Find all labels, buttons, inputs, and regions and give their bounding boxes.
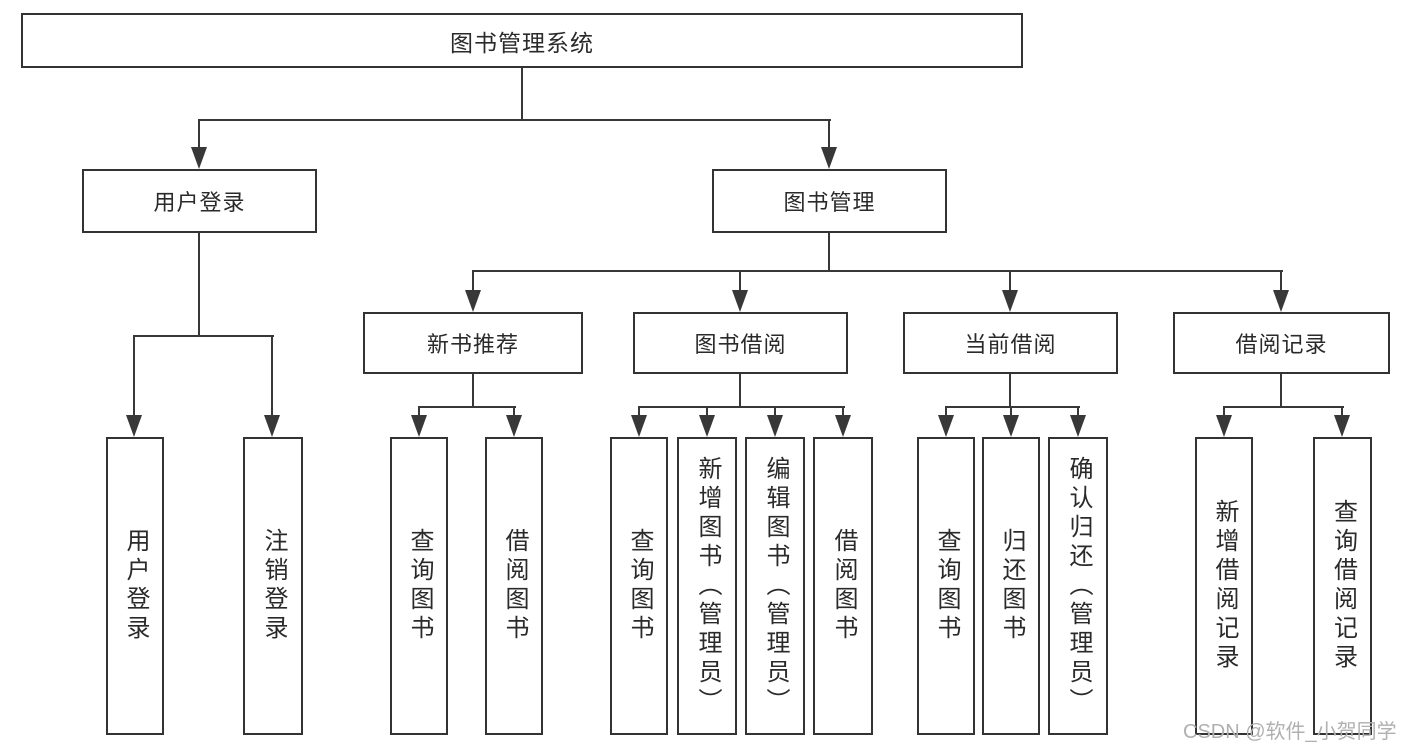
connector-line [842,406,844,416]
node-label: 新增图书（管理员） [694,455,721,717]
leaf-user-login: 用户登录 [106,437,164,735]
arrow-head [411,415,427,437]
node-label: 确认归还（管理员） [1065,455,1092,717]
node-new-book-recommend: 新书推荐 [363,312,583,374]
node-current-borrowing: 当前借阅 [903,312,1118,374]
connector-line [774,406,776,416]
arrow-head [699,415,715,437]
arrow-head [821,147,837,169]
node-label: 新增借阅记录 [1211,499,1238,673]
node-label: 查询图书 [933,528,960,644]
leaf-query-books-borrowing: 查询图书 [610,437,668,735]
connector-line [1009,270,1011,291]
node-label: 借阅图书 [830,528,857,644]
node-label: 注销登录 [260,528,287,644]
node-user-login: 用户登录 [82,169,317,233]
node-library-management-system: 图书管理系统 [21,13,1023,68]
connector-line [1280,270,1282,291]
node-book-management: 图书管理 [712,169,947,233]
arrow-head [938,415,954,437]
node-label: 新书推荐 [426,332,519,357]
arrow-head [1003,415,1019,437]
node-label: 借阅记录 [1235,332,1328,357]
connector-line [945,406,1080,408]
connector-line [638,406,640,416]
connector-line [1280,374,1282,408]
connector-line [133,335,135,416]
connector-line [472,270,474,291]
arrow-head [506,415,522,437]
connector-line [418,406,516,408]
leaf-add-books-admin: 新增图书（管理员） [677,437,737,735]
node-label: 图书管理 [783,190,876,215]
arrow-head [1334,415,1350,437]
leaf-borrow-books-recommend: 借阅图书 [485,437,543,735]
connector-line [1223,406,1225,416]
node-label: 查询借阅记录 [1329,499,1357,673]
leaf-query-books-recommend: 查询图书 [390,437,448,735]
connector-line [271,335,273,416]
connector-line [739,270,741,291]
arrow-head [465,290,481,312]
leaf-query-borrow-record: 查询借阅记录 [1313,437,1372,735]
node-label: 编辑图书（管理员） [762,455,789,717]
leaf-return-books: 归还图书 [982,437,1040,735]
connector-line [828,119,830,148]
connector-line [828,233,830,272]
node-label: 图书管理系统 [450,29,594,56]
leaf-query-books-current: 查询图书 [917,437,975,735]
connector-line [739,374,741,408]
node-label: 归还图书 [998,528,1025,644]
connector-line [198,119,831,121]
connector-line [638,406,845,408]
node-label: 用户登录 [122,528,149,644]
node-label: 借阅图书 [501,528,528,644]
connector-line [1009,374,1011,408]
connector-line [1010,406,1012,416]
connector-line [513,406,515,416]
connector-line [706,406,708,416]
node-label: 图书借阅 [694,332,787,357]
connector-line [133,335,274,337]
connector-line [945,406,947,416]
node-borrowing-records: 借阅记录 [1173,312,1390,374]
connector-line [198,119,200,148]
arrow-head [264,415,280,437]
connector-line [198,233,200,337]
arrow-head [126,415,142,437]
arrow-head [732,290,748,312]
leaf-add-borrow-record: 新增借阅记录 [1195,437,1253,735]
arrow-head [191,147,207,169]
connector-line [1077,406,1079,416]
leaf-edit-books-admin: 编辑图书（管理员） [745,437,805,735]
connector-line [1341,406,1343,416]
connector-line [472,374,474,408]
arrow-head [631,415,647,437]
connector-line [472,270,1283,272]
arrow-head [767,415,783,437]
node-label: 当前借阅 [964,332,1057,357]
connector-line [418,406,420,416]
arrow-head [835,415,851,437]
leaf-borrow-books-borrowing: 借阅图书 [813,437,873,735]
connector-line [1223,406,1344,408]
arrow-head [1070,415,1086,437]
leaf-confirm-return-admin: 确认归还（管理员） [1048,437,1108,735]
connector-line [521,68,523,121]
csdn-watermark: CSDN @软件_小贺同学 [1183,721,1397,743]
arrow-head [1273,290,1289,312]
leaf-logout: 注销登录 [243,437,303,735]
node-label: 用户登录 [153,190,246,215]
node-label: 查询图书 [406,528,433,644]
arrow-head [1002,290,1018,312]
node-book-borrowing: 图书借阅 [633,312,848,374]
node-label: 查询图书 [626,528,653,644]
arrow-head [1216,415,1232,437]
